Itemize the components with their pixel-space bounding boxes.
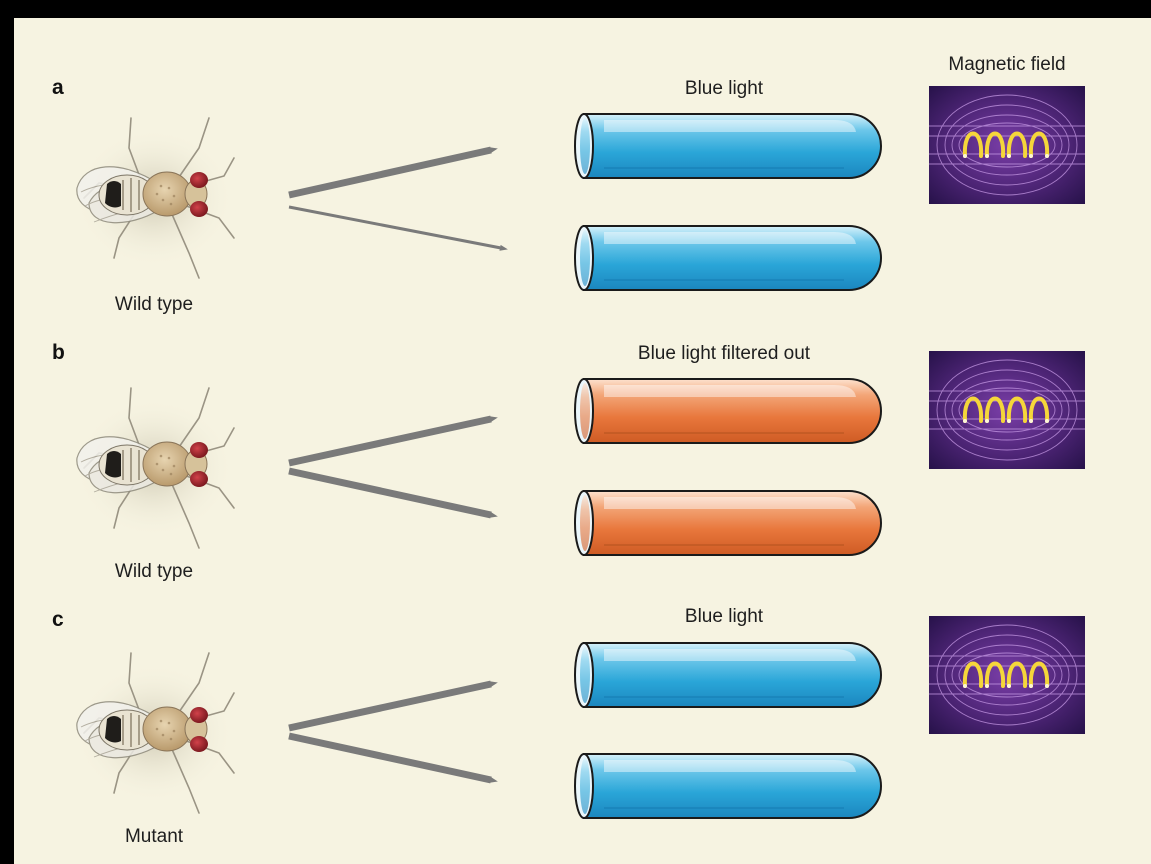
fly-illustration-c [59,623,249,823]
arrow-lower-c [286,723,526,803]
magnetic-field-image-c [929,616,1085,734]
fly-illustration-b [59,358,249,558]
fly-label-c: Mutant [125,826,183,848]
condition-label-b: Blue light filtered out [638,343,810,365]
fly-label-a: Wild type [115,294,193,316]
tube-upper-b [564,371,889,451]
fly-label-b: Wild type [115,561,193,583]
magnetic-field-image-a [929,86,1085,204]
condition-label-a: Blue light [685,78,763,100]
arrow-lower-b [286,458,526,538]
magnetic-field-image-b [929,351,1085,469]
fly-illustration-a [59,88,249,288]
tube-upper-a [564,106,889,186]
field-label-a: Magnetic field [948,54,1065,76]
tube-lower-b [564,483,889,563]
tube-upper-c [564,635,889,715]
figure-panel: a Wild type Blue light [14,18,1151,864]
tube-lower-a [564,218,889,298]
condition-label-c: Blue light [685,606,763,628]
tube-lower-c [564,746,889,826]
arrow-lower-a [286,193,526,263]
